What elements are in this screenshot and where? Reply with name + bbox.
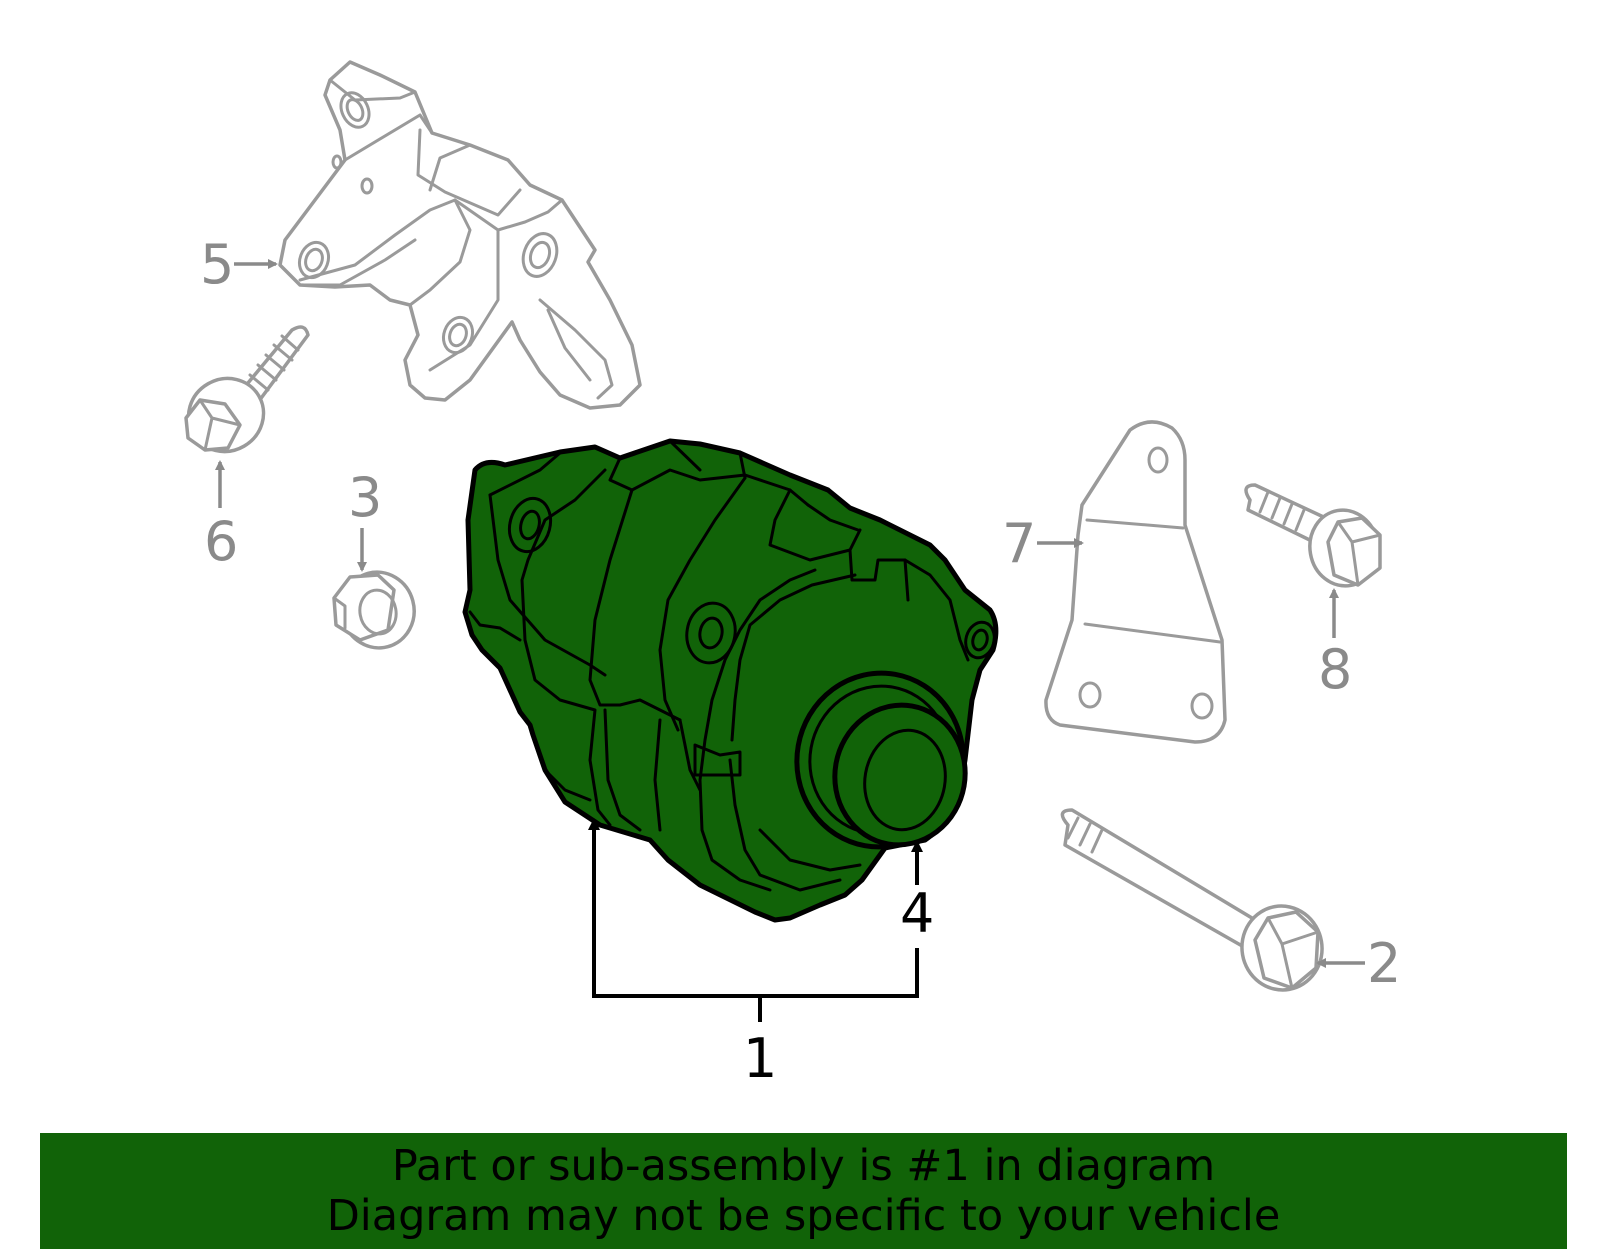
bolt-part-8 [1244, 483, 1382, 588]
banner-line-1: Part or sub-assembly is #1 in diagram [391, 1141, 1216, 1191]
nut-part-3 [332, 570, 416, 650]
mounting-bracket-part-5 [278, 60, 642, 410]
bolt-part-2 [1060, 808, 1324, 992]
bracket-plate-part-7 [1044, 420, 1227, 744]
info-banner: Part or sub-assembly is #1 in diagram Di… [40, 1133, 1567, 1249]
banner-line-2: Diagram may not be specific to your vehi… [326, 1191, 1281, 1241]
callout-7: 7 [1002, 512, 1036, 575]
alternator-part-1[interactable] [462, 438, 999, 923]
callout-1: 1 [743, 1027, 777, 1090]
callout-6: 6 [204, 510, 238, 573]
callout-4: 4 [900, 882, 934, 945]
bolt-part-6 [184, 325, 310, 454]
bracket-leader-1 [592, 828, 919, 998]
callout-3: 3 [348, 466, 382, 529]
callout-2: 2 [1367, 932, 1401, 995]
callout-5: 5 [200, 233, 234, 296]
callout-8: 8 [1318, 638, 1352, 701]
